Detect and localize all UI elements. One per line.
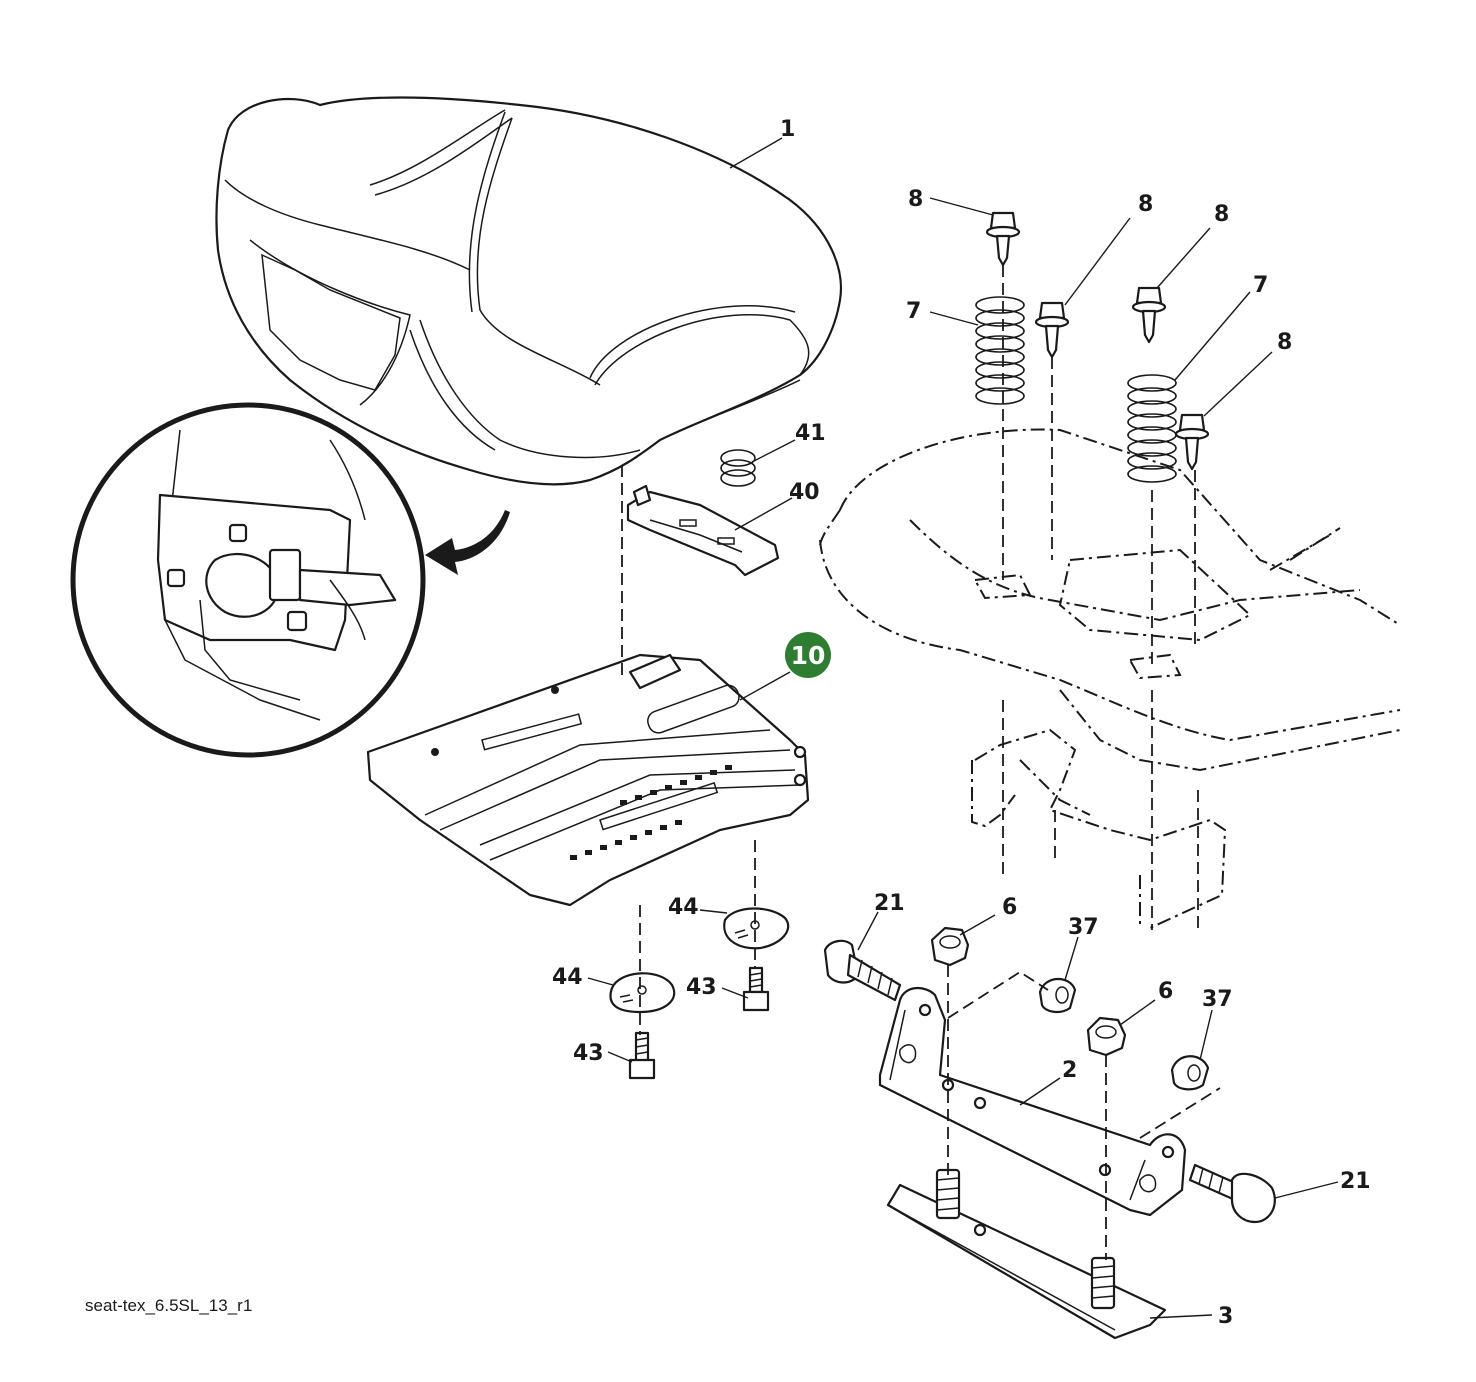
- bolt-8-a: [985, 211, 1021, 267]
- base-stud-right: [1090, 1256, 1116, 1310]
- washer-right: [723, 907, 790, 950]
- seat-pan-highlight-badge: 10: [785, 632, 831, 678]
- base-stud-left: [935, 1168, 961, 1220]
- callout-washer-right: 44: [668, 895, 699, 920]
- mower-frame-outline: [819, 428, 1401, 929]
- callout-spring-left: 7: [906, 299, 921, 324]
- callout-slide-clip: 40: [789, 480, 820, 505]
- spring-right: [1127, 374, 1177, 483]
- callout-knob-spring: 41: [795, 421, 826, 446]
- callout-hinge-bracket: 2: [1062, 1058, 1077, 1083]
- leader-lines: [587, 137, 1339, 1319]
- knob-spring: [720, 449, 756, 487]
- nut-37-right: [1170, 1055, 1210, 1091]
- assembly-centerlines: [621, 265, 1221, 1260]
- seat: [215, 96, 842, 486]
- hinge-bracket: [878, 987, 1187, 1217]
- bolt-8-c: [1131, 286, 1167, 344]
- callout-bolt-b: 8: [1138, 192, 1153, 217]
- nut-6-left: [930, 926, 970, 967]
- callout-bolt-hinge-left: 21: [874, 891, 905, 916]
- callout-bolt-d: 8: [1277, 330, 1292, 355]
- spring-left: [975, 296, 1025, 405]
- callout-nut-right: 6: [1158, 979, 1173, 1004]
- callout-spring-right: 7: [1253, 273, 1268, 298]
- callout-nut-left: 6: [1002, 895, 1017, 920]
- washer-left: [609, 972, 676, 1014]
- callout-screw-left: 43: [573, 1041, 604, 1066]
- base-plate: [886, 1168, 1167, 1340]
- slide-clip: [626, 484, 780, 577]
- diagram-caption: seat-tex_6.5SL_13_r1: [85, 1296, 252, 1315]
- callout-bolt-c: 8: [1214, 202, 1229, 227]
- callout-labels: 1 2 3 6 6 7 7 8 8 8 8 10 21 21 37 37 40 …: [552, 117, 1371, 1329]
- bolt-21-left: [823, 939, 902, 1002]
- callout-screw-right: 43: [686, 975, 717, 1000]
- callout-bolt-hinge-right: 21: [1340, 1169, 1371, 1194]
- callout-seat: 1: [780, 117, 795, 142]
- detail-arrow-icon: [425, 510, 510, 575]
- callout-nut-37-left: 37: [1068, 915, 1099, 940]
- callout-bolt-a: 8: [908, 187, 923, 212]
- seat-pan-slots: [570, 765, 732, 860]
- nut-37-left: [1038, 977, 1077, 1014]
- bolt-21-right: [1188, 1163, 1276, 1224]
- bolt-8-b: [1034, 301, 1070, 359]
- bolt-8-d: [1174, 413, 1210, 471]
- nut-6-right: [1086, 1016, 1127, 1057]
- callout-seat-pan: 10: [791, 641, 826, 670]
- screw-left: [628, 1031, 656, 1080]
- callout-nut-37-right: 37: [1202, 987, 1233, 1012]
- callout-washer-left: 44: [552, 965, 583, 990]
- screw-right: [742, 966, 770, 1012]
- callout-base-plate: 3: [1218, 1304, 1233, 1329]
- detail-zoom-circle: [70, 402, 426, 758]
- seat-pan: [366, 653, 810, 907]
